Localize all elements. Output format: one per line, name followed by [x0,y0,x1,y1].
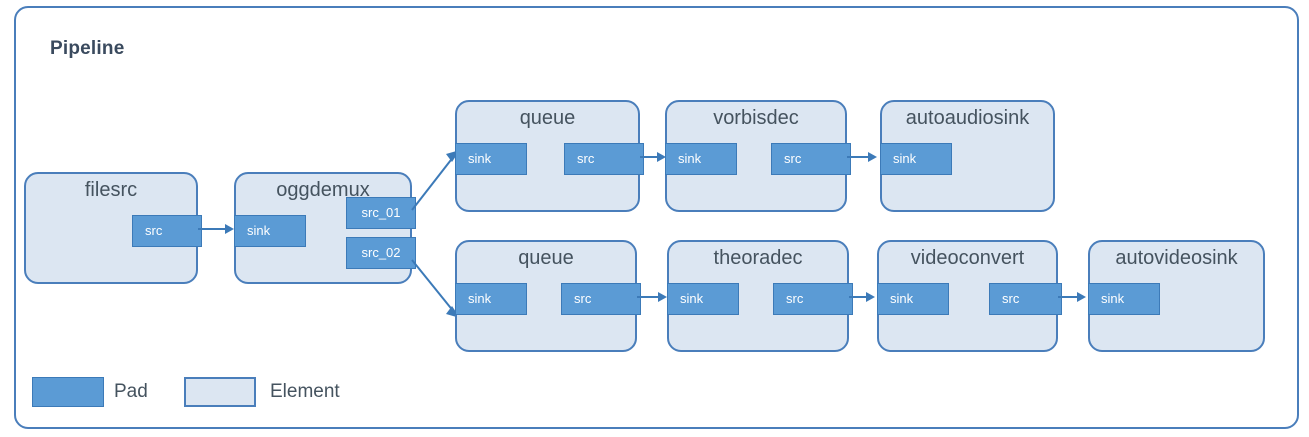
legend-pad-label: Pad [114,381,148,402]
pipeline-title: Pipeline [50,38,125,59]
pad-vorbisdec-sink[interactable]: sink [665,143,737,175]
element-vorbisdec[interactable]: vorbisdec sink src [665,100,851,212]
pad-vorbisdec-src[interactable]: src [771,143,851,175]
link-vorbisdec-to-autoaudiosink [847,156,873,158]
element-theoradec[interactable]: theoradec sink src [667,240,853,352]
pad-theoradec-src[interactable]: src [773,283,853,315]
link-videoconvert-to-autovideosink-head [1077,292,1086,302]
pad-videoconvert-sink[interactable]: sink [877,283,949,315]
link-filesrc-to-oggdemux-head [225,224,234,234]
link-queue-video-to-theoradec-head [658,292,667,302]
pad-queue-audio-sink[interactable]: sink [455,143,527,175]
link-queue-audio-to-vorbisdec-head [657,152,666,162]
element-oggdemux-title: oggdemux [276,179,370,201]
link-filesrc-to-oggdemux [198,228,228,230]
link-vorbisdec-to-autoaudiosink-head [868,152,877,162]
element-autovideosink-title: autovideosink [1115,247,1238,269]
element-filesrc[interactable]: filesrc src [24,172,202,284]
pad-autovideosink-sink[interactable]: sink [1088,283,1160,315]
pad-videoconvert-src[interactable]: src [989,283,1062,315]
pad-theoradec-sink[interactable]: sink [667,283,739,315]
pipeline-container: Pipeline [14,6,1299,429]
element-videoconvert[interactable]: videoconvert sink src [877,240,1062,352]
pad-oggdemux-src02[interactable]: src_02 [346,237,416,269]
element-queue-audio[interactable]: queue sink src [455,100,644,212]
element-vorbisdec-title: vorbisdec [713,107,799,129]
link-queue-audio-to-vorbisdec [640,156,662,158]
legend-element-label: Element [270,381,340,402]
legend-element-swatch [184,377,256,407]
pad-queue-video-sink[interactable]: sink [455,283,527,315]
pad-oggdemux-src01[interactable]: src_01 [346,197,416,229]
link-videoconvert-to-autovideosink [1058,296,1082,298]
element-queue-video[interactable]: queue sink src [455,240,641,352]
element-filesrc-title: filesrc [84,179,138,201]
pad-queue-audio-src[interactable]: src [564,143,644,175]
pad-autoaudiosink-sink[interactable]: sink [880,143,952,175]
legend-pad-swatch [32,377,104,407]
link-theoradec-to-videoconvert [849,296,871,298]
pad-queue-video-src[interactable]: src [561,283,641,315]
pad-oggdemux-sink[interactable]: sink [234,215,306,247]
link-queue-video-to-theoradec [637,296,663,298]
element-oggdemux[interactable]: oggdemux sink src_01 src_02 [234,172,416,284]
element-autoaudiosink[interactable]: autoaudiosink sink [880,100,1055,212]
element-videoconvert-title: videoconvert [910,247,1025,269]
element-autovideosink[interactable]: autovideosink sink [1088,240,1265,352]
pad-filesrc-src[interactable]: src [132,215,202,247]
element-autoaudiosink-title: autoaudiosink [905,107,1030,129]
element-queue-audio-title: queue [519,107,576,129]
link-theoradec-to-videoconvert-head [866,292,875,302]
element-queue-video-title: queue [518,247,574,269]
element-theoradec-title: theoradec [713,247,803,269]
